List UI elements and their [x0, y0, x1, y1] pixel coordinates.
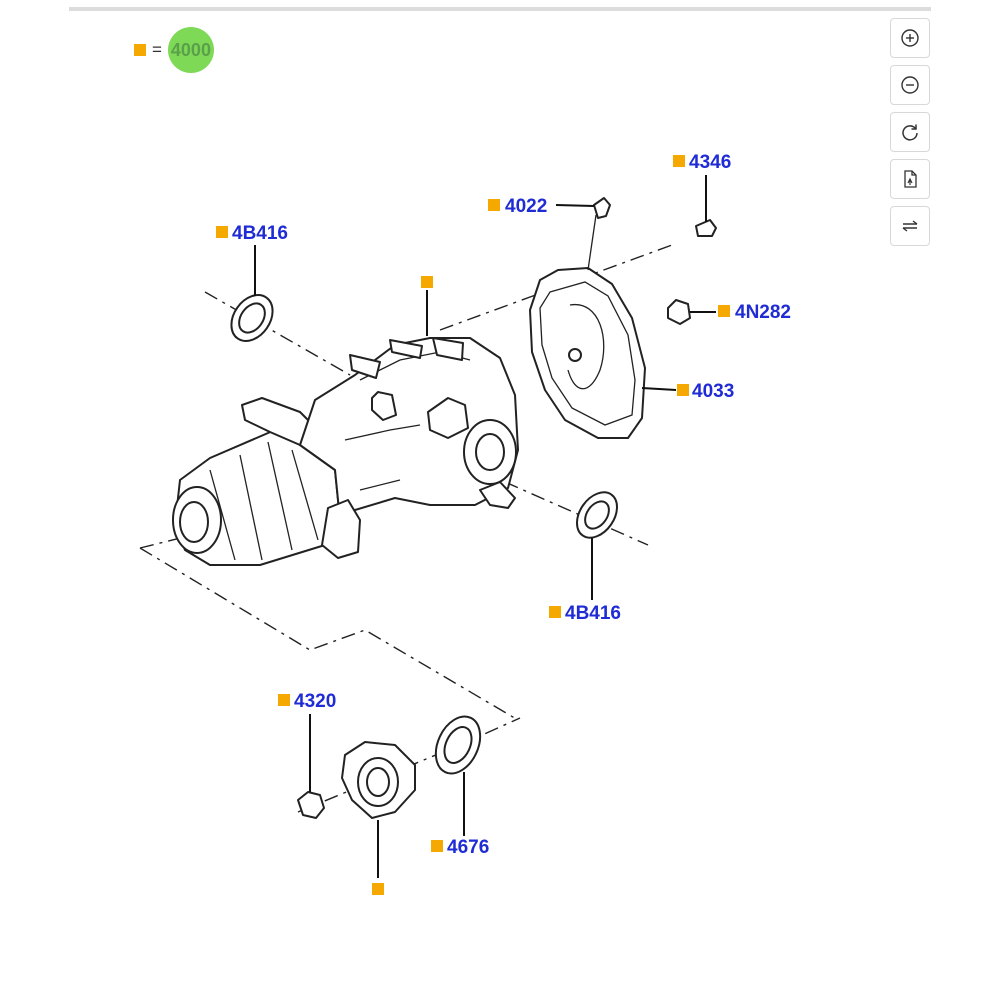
rear-cover-drawing[interactable] [529, 267, 646, 439]
callout-label: 4022 [505, 196, 547, 217]
axle-seal-bottom-drawing[interactable] [569, 485, 626, 545]
pinion-flange-drawing[interactable] [341, 741, 416, 819]
differential-housing-drawing[interactable] [172, 337, 519, 566]
callout-label: 4346 [689, 152, 731, 173]
callout-4033[interactable]: 4033 [677, 381, 734, 402]
callout-4320[interactable]: 4320 [278, 691, 336, 712]
minus-circle-icon [901, 76, 919, 94]
legend: = 4000 [134, 27, 214, 73]
axle-seal-top-drawing[interactable] [223, 287, 281, 349]
callout-4n282[interactable]: 4N282 [718, 302, 791, 323]
callout-label: 4320 [294, 691, 336, 712]
callout-4b416-top[interactable]: 4B416 [216, 223, 288, 244]
callout-flange[interactable] [372, 883, 384, 895]
callout-label: 4B416 [232, 223, 288, 244]
swap-arrows-icon [902, 220, 918, 232]
bolt-drawing[interactable] [695, 219, 717, 237]
zoom-out-button[interactable] [890, 65, 930, 105]
top-divider [69, 7, 931, 11]
callout-4b416-bottom[interactable]: 4B416 [549, 603, 621, 624]
callout-label: 4B416 [565, 603, 621, 624]
document-button[interactable] [890, 159, 930, 199]
document-icon [904, 170, 917, 188]
vent-drawing[interactable] [587, 197, 611, 271]
legend-square [134, 44, 146, 56]
legend-part-number[interactable]: 4000 [167, 27, 214, 73]
pinion-seal-drawing[interactable] [427, 709, 489, 780]
zoom-in-button[interactable] [890, 18, 930, 58]
plug-drawing[interactable] [667, 299, 691, 325]
swap-button[interactable] [890, 206, 930, 246]
leader-lines [254, 175, 716, 878]
plus-circle-icon [901, 29, 919, 47]
callout-label: 4033 [692, 381, 734, 402]
callout-4676[interactable]: 4676 [431, 837, 489, 858]
pinion-nut-drawing[interactable] [297, 791, 325, 819]
callout-housing[interactable] [421, 276, 433, 288]
callout-label: 4676 [447, 837, 489, 858]
callout-4022[interactable]: 4022 [488, 196, 547, 217]
callout-label: 4N282 [735, 302, 791, 323]
callout-4346[interactable]: 4346 [673, 152, 731, 173]
rotate-button[interactable] [890, 112, 930, 152]
rotate-icon [902, 124, 918, 141]
diagram-toolbar [890, 18, 932, 246]
legend-equals: = [152, 40, 162, 59]
